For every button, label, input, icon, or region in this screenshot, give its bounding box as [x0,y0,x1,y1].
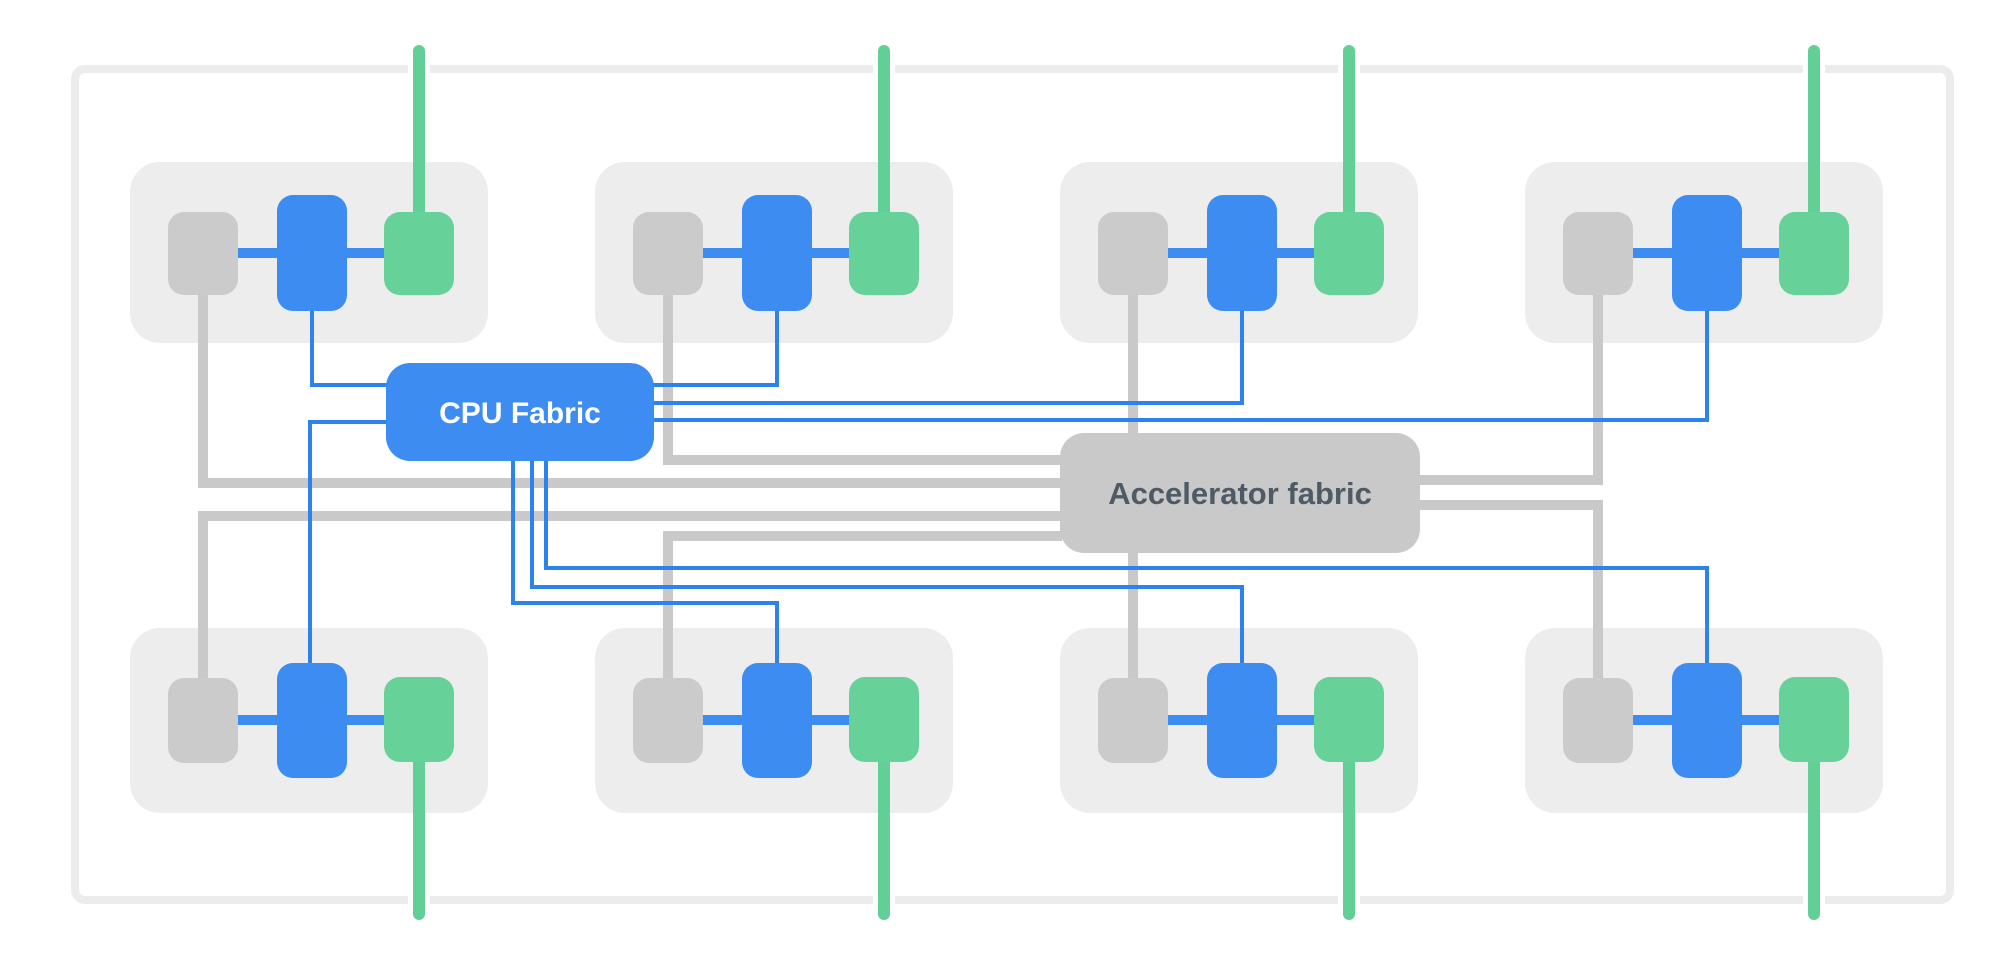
network-module [1314,677,1384,762]
network-module [849,212,919,295]
cpu-fabric-label: CPU Fabric [439,397,601,430]
accelerator-fabric-rect [1060,433,1420,553]
node-group-top-4-modules [1563,195,1849,311]
accelerator-link-bottom-2 [663,531,1062,679]
cpu-module [742,195,812,311]
accelerator-link-bottom-1 [198,511,1062,679]
accelerator-link-top-1 [198,294,1062,488]
cpu-link-top-1 [310,310,388,387]
accelerator-module [168,678,238,763]
node-group-top-2-modules [633,195,919,311]
node-group-top-1-modules [168,195,454,311]
accelerator-fabric-box: Accelerator fabric [1060,433,1420,553]
cpu-module [742,663,812,778]
accelerator-module [1563,212,1633,295]
network-module [1779,212,1849,295]
cpu-fabric-rect [386,363,654,461]
cpu-link-top-3 [652,310,1244,405]
node-group-bottom-4-modules [1563,663,1849,778]
accelerator-module [633,212,703,295]
cpu-module [1672,663,1742,778]
accelerator-module [168,212,238,295]
cpu-module [277,195,347,311]
cpu-link-bottom-3 [530,459,1244,664]
network-module [849,677,919,762]
network-module [1314,212,1384,295]
accelerator-link-top-4 [1418,294,1603,485]
cpu-module [1207,195,1277,311]
accelerator-module [1098,678,1168,763]
cpu-fabric-box: CPU Fabric [386,363,654,461]
node-group-bottom-3-modules [1098,663,1384,778]
server-enclosure-border [71,65,1954,904]
accelerator-link-top-2 [663,294,1062,465]
network-module [384,212,454,295]
cpu-link-bottom-1 [308,420,388,664]
cpu-module [277,663,347,778]
node-group-bottom-2-modules [633,663,919,778]
network-module [384,677,454,762]
cpu-module [1207,663,1277,778]
cpu-link-top-2 [652,310,779,387]
node-group-top-3-modules [1098,195,1384,311]
accelerator-module [633,678,703,763]
network-module [1779,677,1849,762]
cpu-link-top-4 [652,310,1709,422]
accelerator-module [1098,212,1168,295]
accelerator-fabric-label: Accelerator fabric [1108,476,1372,511]
cpu-module [1672,195,1742,311]
accelerator-link-bottom-4 [1418,500,1603,679]
node-group-bottom-1-modules [168,663,454,778]
cpu-link-bottom-4 [544,459,1709,664]
cpu-link-bottom-2 [511,459,779,664]
accelerator-module [1563,678,1633,763]
